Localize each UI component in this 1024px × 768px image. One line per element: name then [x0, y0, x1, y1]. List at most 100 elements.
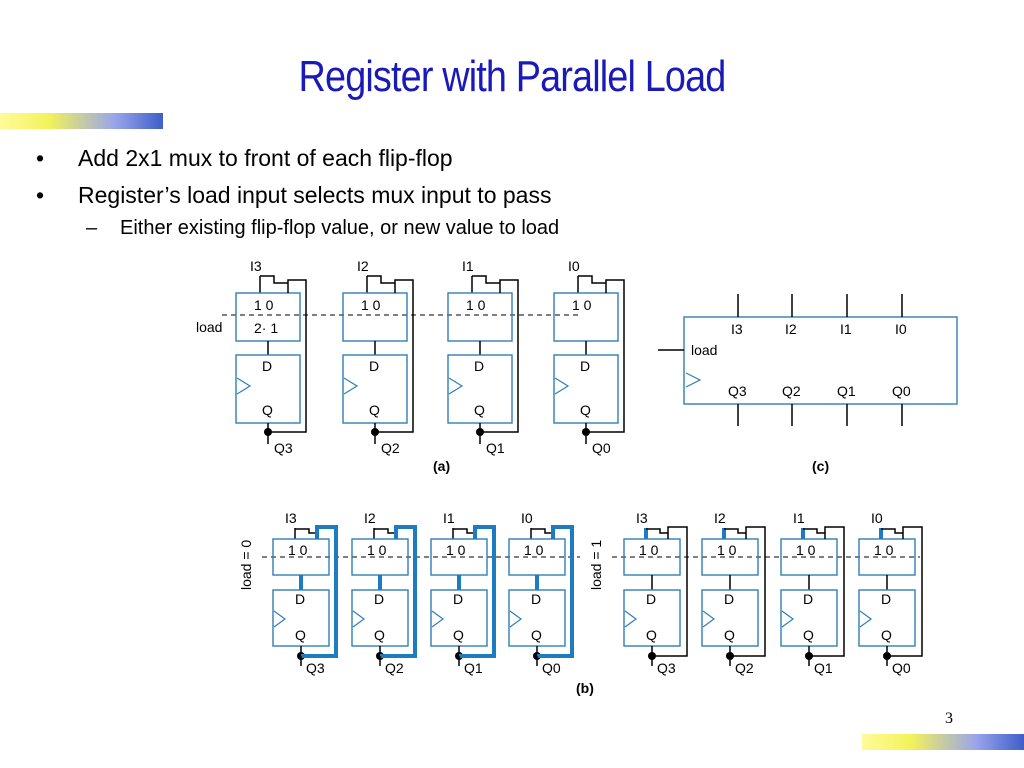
- input-label: I0: [895, 321, 907, 337]
- load-0-label: load = 0: [238, 540, 254, 590]
- input-label: I0: [568, 258, 580, 274]
- output-label: Q0: [542, 660, 561, 676]
- input-label: I1: [793, 510, 805, 526]
- mux-input-label: 1 0: [796, 542, 816, 558]
- ff-d-label: D: [580, 358, 590, 374]
- register-cell: I3 1 0 D Q Q3: [623, 510, 688, 676]
- register-cell: I2 1 0 D Q Q2: [342, 258, 414, 456]
- caption-a: (a): [433, 458, 450, 474]
- ff-d-label: D: [474, 358, 484, 374]
- input-label: I2: [714, 510, 726, 526]
- ff-d-label: D: [453, 591, 463, 607]
- ff-d-label: D: [369, 358, 379, 374]
- input-label: I3: [731, 321, 743, 337]
- ff-q-label: Q: [453, 627, 464, 643]
- ff-d-label: D: [646, 591, 656, 607]
- bullet-text: Either existing flip-flop value, or new …: [120, 217, 560, 239]
- ff-d-label: D: [803, 591, 813, 607]
- ff-d-label: D: [881, 591, 891, 607]
- output-label: Q1: [837, 383, 856, 399]
- output-label: Q0: [892, 383, 911, 399]
- register-block: [683, 316, 958, 405]
- bullet-text: Register’s load input selects mux input …: [78, 182, 552, 208]
- load-1-label: load = 1: [588, 540, 604, 590]
- register-cell: I2 1 0 D Q Q2: [351, 510, 417, 676]
- mux-input-label: 1 0: [717, 542, 737, 558]
- input-label: I0: [871, 510, 883, 526]
- input-label: I2: [364, 510, 376, 526]
- ff-q-label: Q: [724, 627, 735, 643]
- ff-d-label: D: [262, 358, 272, 374]
- ff-d-label: D: [531, 591, 541, 607]
- register-cell: I3 1 0 2· 1 D Q Q3: [235, 258, 307, 456]
- ff-d-label: D: [295, 591, 305, 607]
- ff-q-label: Q: [295, 627, 306, 643]
- caption-b: (b): [576, 680, 594, 696]
- input-label: I3: [285, 510, 297, 526]
- caption-c: (c): [812, 458, 829, 474]
- output-label: Q3: [728, 383, 747, 399]
- output-label: Q1: [486, 440, 505, 456]
- ff-d-label: D: [724, 591, 734, 607]
- input-label: I3: [250, 258, 262, 274]
- input-label: I1: [462, 258, 474, 274]
- page-number: 3: [945, 710, 953, 727]
- ff-q-label: Q: [369, 402, 380, 418]
- input-label: I3: [636, 510, 648, 526]
- ff-q-label: Q: [374, 627, 385, 643]
- register-cell: I0 1 0 D Q Q0: [508, 510, 574, 676]
- output-label: Q3: [306, 660, 325, 676]
- output-label: Q2: [385, 660, 404, 676]
- register-cell: I1 1 0 D Q Q1: [430, 510, 496, 676]
- ff-q-label: Q: [474, 402, 485, 418]
- mux-input-label: 1 0: [466, 297, 486, 313]
- bullet-marker: –: [86, 217, 98, 239]
- mux-input-label: 1 0: [639, 542, 659, 558]
- register-cell: I0 1 0 D Q Q0: [858, 510, 923, 676]
- mux-input-label: 1 0: [288, 542, 308, 558]
- output-label: Q0: [892, 660, 911, 676]
- diagram-a: load (a) I3 1 0 2· 1 D Q Q3 I2 1 0 D Q Q2 I1 1 0 D Q Q1…: [196, 258, 625, 474]
- mux-input-label: 1 0: [361, 297, 381, 313]
- ff-d-label: D: [374, 591, 384, 607]
- ff-q-label: Q: [646, 627, 657, 643]
- input-label: I1: [840, 321, 852, 337]
- input-label: I0: [521, 510, 533, 526]
- bullet-marker: •: [36, 182, 45, 208]
- bullet-marker: •: [36, 145, 45, 171]
- ff-q-label: Q: [531, 627, 542, 643]
- diagram-b: load = 0 load = 1 (b) I3 1 0 D Q Q3 I2 1 0 D Q Q2…: [238, 510, 923, 696]
- ff-q-label: Q: [803, 627, 814, 643]
- output-label: Q1: [464, 660, 483, 676]
- ff-q-label: Q: [262, 402, 273, 418]
- output-label: Q3: [274, 440, 293, 456]
- mux-input-label: 1 0: [524, 542, 544, 558]
- input-label: I1: [443, 510, 455, 526]
- mux-input-label: 1 0: [446, 542, 466, 558]
- footer-accent-bar: [862, 734, 1024, 750]
- mux-input-label: 1 0: [367, 542, 387, 558]
- output-label: Q2: [381, 440, 400, 456]
- mux-input-label: 1 0: [572, 297, 592, 313]
- ff-q-label: Q: [881, 627, 892, 643]
- output-label: Q2: [735, 660, 754, 676]
- load-label: load: [196, 319, 222, 335]
- register-cell: I1 1 0 D Q Q1: [447, 258, 519, 456]
- input-label: I2: [357, 258, 369, 274]
- input-label: I2: [785, 321, 797, 337]
- output-label: Q2: [782, 383, 801, 399]
- output-label: Q3: [657, 660, 676, 676]
- slide-title: Register with Parallel Load: [298, 52, 727, 101]
- bullet-text: Add 2x1 mux to front of each flip-flop: [78, 145, 453, 171]
- mux-input-label: 1 0: [254, 297, 274, 313]
- mux-select-label: 2· 1: [254, 320, 278, 336]
- mux-input-label: 1 0: [874, 542, 894, 558]
